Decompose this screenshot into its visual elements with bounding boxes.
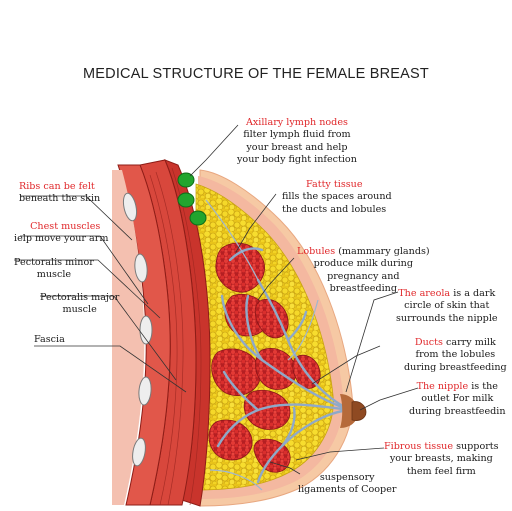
label-areola: The areola is a dark circle of skin that…: [396, 288, 498, 325]
axillary-heading: Axillary lymph nodes: [245, 117, 348, 128]
ducts-line-2: during breastfeeding: [404, 361, 507, 373]
lobules: [208, 242, 321, 473]
fibrous-heading: Fibrous tissue: [384, 441, 454, 452]
ribs-line-1: beneath the skin: [19, 193, 101, 205]
fibrous-tail: supports: [453, 441, 499, 452]
fascia-line-1: Fascia: [34, 334, 65, 345]
lobules-tail: (mammary glands): [335, 246, 430, 257]
lobules-line-2: pregnancy and: [327, 270, 400, 282]
nipple: [351, 401, 367, 421]
label-pectoralis-minor: Pectoralis minor muscle: [14, 257, 94, 282]
pect-major-line-1: Pectoralis major: [40, 292, 120, 303]
axillary-line-3: your body fight infection: [237, 154, 357, 166]
ducts-tail: carry milk: [442, 337, 496, 348]
ribs-heading: Ribs can be felt: [19, 181, 95, 192]
fatty-line-1: fills the spaces around: [282, 191, 392, 203]
intercostal-tissue: [112, 170, 145, 505]
label-ducts: Ducts carry milk from the lobules during…: [404, 337, 507, 374]
milk-ducts: [216, 247, 352, 484]
pect-major-line-2: muscle: [62, 304, 97, 316]
label-axillary-lymph-nodes: Axillary lymph nodes filter lymph fluid …: [237, 117, 357, 167]
suspensory-line-2: ligaments of Cooper: [298, 484, 397, 496]
label-pectoralis-major: Pectoralis major muscle: [40, 292, 119, 317]
lobules-line-3: breastfeeding: [329, 283, 397, 295]
chest-line-1: ielp move your arm: [14, 233, 109, 245]
ribs: [122, 192, 153, 467]
chest-heading: Chest muscles: [30, 221, 101, 232]
lymph-nodes: [177, 172, 207, 226]
suspensory-line-1: suspensory: [319, 472, 375, 483]
label-nipple: The nipple is the outlet For milk during…: [409, 381, 506, 418]
nipple-line-1: outlet For milk: [421, 393, 494, 405]
pect-minor-line-2: muscle: [36, 269, 72, 281]
pect-minor-line-1: Pectoralis minor: [14, 257, 94, 268]
label-lobules: Lobules (mammary glands) produce milk du…: [297, 246, 430, 296]
fatty-heading: Fatty tissue: [306, 179, 363, 190]
areola-tail: is a dark: [450, 288, 496, 299]
areola-line-2: surrounds the nipple: [396, 312, 498, 324]
nipple-heading: The nipple: [416, 381, 469, 392]
lobules-heading: Lobules: [297, 246, 336, 257]
label-fascia: Fascia: [34, 334, 65, 346]
fibrous-line-1: your breasts, making: [389, 453, 493, 465]
leader-lines: [14, 124, 419, 475]
label-ribs: Ribs can be felt beneath the skin: [19, 181, 100, 206]
label-fatty-tissue: Fatty tissue fills the spaces around the…: [282, 179, 392, 216]
areola-heading: The areola: [398, 288, 451, 299]
nipple-tail: is the: [468, 381, 498, 392]
label-suspensory-ligaments: suspensory ligaments of Cooper: [298, 472, 396, 497]
ducts-line-1: from the lobules: [415, 349, 496, 361]
axillary-line-2: your breast and help: [246, 141, 348, 153]
ducts-heading: Ducts: [414, 337, 443, 348]
muscle-striations: [149, 167, 202, 506]
fibrous-line-2: them feel firm: [406, 465, 476, 477]
label-chest-muscles: Chest muscles ielp move your arm: [14, 221, 108, 246]
cooper-ligaments: [205, 199, 319, 491]
areola-line-1: circle of skin that: [404, 300, 490, 312]
axillary-line-1: filter lymph fluid from: [243, 129, 351, 141]
rib-cage: [117, 164, 171, 506]
nipple-line-2: during breastfeedin: [409, 405, 506, 417]
label-fibrous-tissue: Fibrous tissue supports your breasts, ma…: [384, 441, 499, 478]
diagram-title: MEDICAL STRUCTURE OF THE FEMALE BREAST: [83, 66, 429, 82]
lobules-line-1: produce milk during: [313, 258, 413, 270]
fatty-line-2: the ducts and lobules: [282, 203, 387, 215]
